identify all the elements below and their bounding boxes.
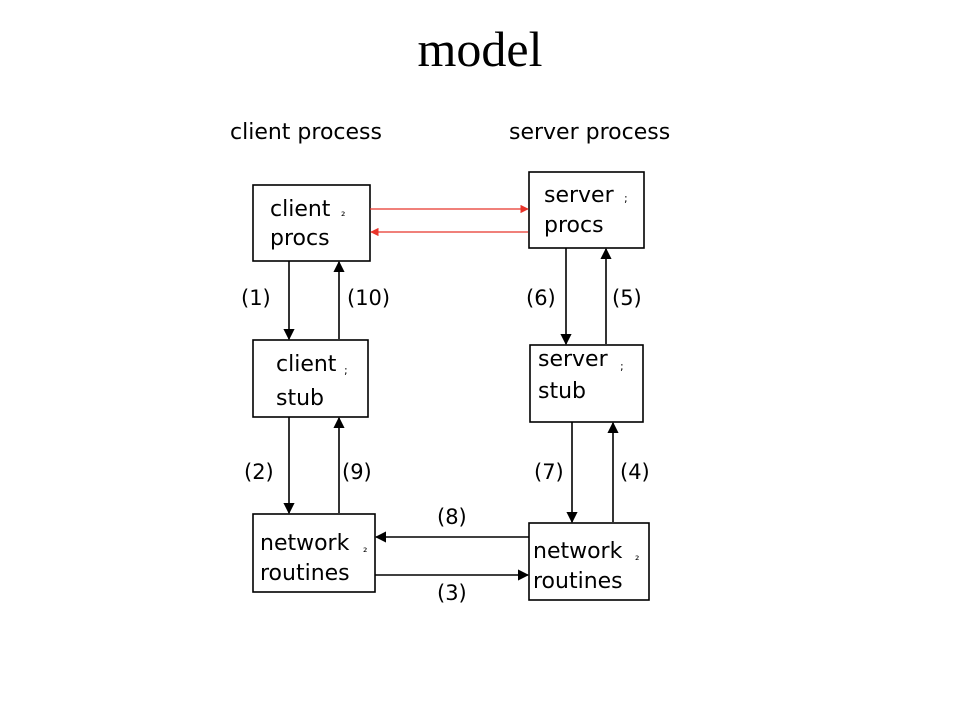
client-procs-line1: client <box>270 197 331 222</box>
step-label-4: (4) <box>620 460 650 484</box>
client-network-tick: ₂ <box>363 542 367 555</box>
step-label-7: (7) <box>534 460 564 484</box>
client-stub-tick: ; <box>344 364 348 377</box>
client-network-line1: network <box>260 531 350 556</box>
server-stub-tick: ; <box>620 360 624 373</box>
client-procs-line2: procs <box>270 226 330 251</box>
step-label-3: (3) <box>437 581 467 605</box>
server-procs-box: server ; procs <box>528 171 645 249</box>
server-procs-line1: server <box>544 183 615 208</box>
server-stub-box: server ; stub <box>529 344 644 423</box>
step-label-1: (1) <box>241 286 271 310</box>
client-process-header: client process <box>230 120 382 145</box>
step-label-5: (5) <box>612 286 642 310</box>
server-process-header: server process <box>509 120 670 145</box>
client-procs-tick: ₂ <box>341 206 345 219</box>
step-label-8: (8) <box>437 505 467 529</box>
server-stub-line2: stub <box>538 379 586 404</box>
client-procs-box: client ₂ procs <box>252 184 371 262</box>
page-title: model <box>418 21 543 77</box>
server-network-box: network ₂ routines <box>528 522 650 601</box>
step-label-2: (2) <box>244 460 274 484</box>
server-network-tick: ₂ <box>635 550 639 563</box>
server-network-line1: network <box>533 539 623 564</box>
step-label-9: (9) <box>342 460 372 484</box>
client-network-box: network ₂ routines <box>252 513 376 593</box>
server-procs-tick: ; <box>624 192 628 205</box>
server-stub-line1: server <box>538 347 609 372</box>
client-stub-line2: stub <box>276 386 324 411</box>
server-procs-line2: procs <box>544 213 604 238</box>
step-label-10: (10) <box>347 286 390 310</box>
client-stub-line1: client <box>276 352 337 377</box>
client-stub-box: client ; stub <box>252 339 369 418</box>
client-network-line2: routines <box>260 561 350 586</box>
step-label-6: (6) <box>526 286 556 310</box>
server-network-line2: routines <box>533 569 623 594</box>
